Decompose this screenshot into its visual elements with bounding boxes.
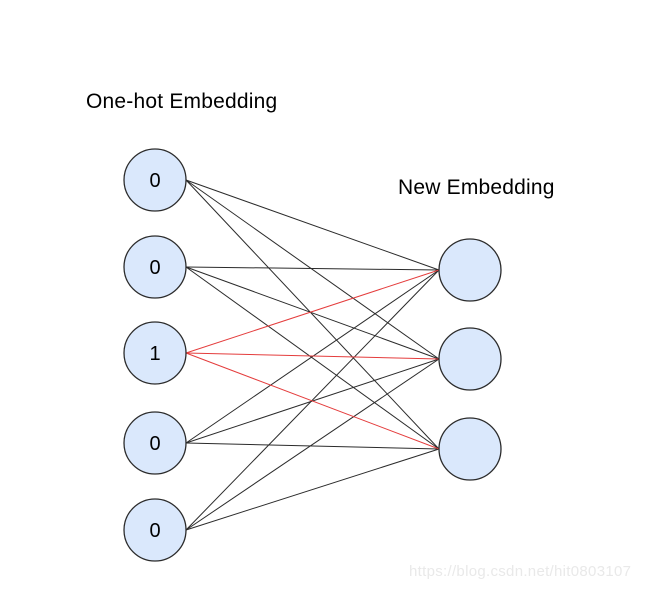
edge-in-1-out-1 [185,179,440,271]
edge-in-1-out-2 [185,179,440,360]
output-node-1 [438,238,502,302]
edge-in-5-out-2 [185,358,440,531]
input-node-4 [123,411,187,475]
edge-in-4-out-3 [185,442,440,450]
node-label-in-1: 0 [149,170,160,192]
edge-in-3-out-1 [185,269,440,354]
edge-in-3-out-3 [185,352,440,450]
edge-in-5-out-1 [185,269,440,531]
edge-in-2-out-1 [185,266,440,271]
right-column-title: New Embedding [398,176,555,199]
node-label-in-2: 0 [149,257,160,279]
input-node-5 [123,498,187,562]
edge-in-2-out-2 [185,266,440,360]
edge-in-5-out-3 [185,448,440,531]
edge-in-1-out-3 [185,179,440,450]
input-node-3 [123,321,187,385]
edge-in-3-out-2 [185,352,440,360]
input-node-1 [123,148,187,212]
node-label-in-3: 1 [149,343,160,365]
node-label-in-5: 0 [149,520,160,542]
output-node-2 [438,327,502,391]
output-node-3 [438,417,502,481]
edge-in-2-out-3 [185,266,440,450]
left-column-title: One-hot Embedding [86,90,278,113]
node-label-in-4: 0 [149,433,160,455]
watermark-url: https://blog.csdn.net/hit0803107 [409,563,632,580]
input-node-2 [123,235,187,299]
